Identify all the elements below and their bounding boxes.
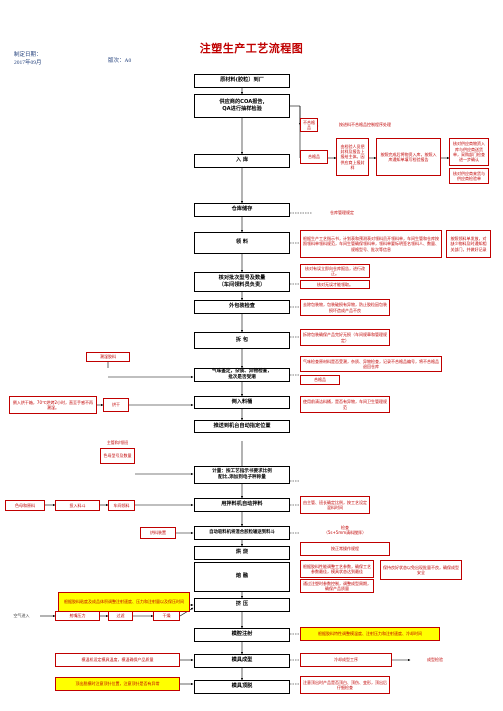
step-package-check: 外包装检查 [194, 300, 290, 314]
picking-note-2: 按照领料单发放，对缺少物料及时通知相关部门，并做好记录 [446, 230, 491, 258]
step-extrusion: 挤 压 [194, 598, 290, 612]
air-box-3: 干燥 [153, 611, 180, 621]
melt-note-3: 保持良好状态以免出现批量不良，确保成型安全 [380, 560, 462, 580]
smell-note: 气味检查原材料是否受潮，杂质、异物检查，记录不合格品编号，将不合格品退回仓库 [300, 356, 442, 372]
spec-note: 核对供应商来货与供应商检验单 [449, 168, 489, 184]
step-smell-check: 气味鉴定，杂质、异物检查， 批次是否受潮 [194, 368, 290, 382]
air-box-1: 射嘴压力 [55, 611, 100, 621]
step-picking: 领 料 [194, 232, 290, 254]
step-drying: 烘 烧 [194, 546, 290, 560]
unpack-note: 拆除包装确保产品完好无损（车间规章和管理规定） [300, 329, 390, 346]
unqualified-action: 按进料不合格品控制程序处理 [339, 122, 391, 128]
mix-left-3: 车间领料 [108, 500, 135, 511]
mold-left: 模温机设定模具温度，模温确保产品质量 [55, 653, 180, 667]
page-title: 注塑生产工艺流程图 [199, 42, 304, 55]
inbound-note-2: 核对供应商物资入库与供应商送货单，采购部门检查进一步确认 [449, 138, 489, 166]
step-verify-batch: 核对批次型号及数量 （车间领料员负责） [194, 272, 290, 292]
eject-note: 注意顶出时产品是否顶白、顶伤、变形，顶出后仔细检查 [300, 676, 390, 694]
step-auto-mix: 用拌料机自动拌料 [194, 498, 290, 512]
step-inbound: 入 库 [194, 154, 290, 168]
inject-note: 根据胶料特性调整模温度、注射压力和注射速度、冷却时间 [300, 627, 440, 641]
warehouse-note: 仓库管理规定 [330, 210, 354, 216]
mix-left-1: 色母和原料 [5, 500, 45, 511]
step-melting: 熔 融 [194, 562, 290, 592]
step-unpack: 拆 包 [194, 332, 290, 349]
qualified-2: 合格品 [300, 375, 340, 385]
step-push-to-machine: 推送到机台自动指定位置 [194, 420, 290, 433]
verify-note-2: 核对无误才能领取。 [300, 280, 370, 289]
extrude-left: 根据胶料粘度及成品体积调整注射速度、压力和注射量以及保压时间 [58, 592, 190, 612]
step-auto-feed: 自动吸料机将混合胶粒输送到料斗 [194, 526, 290, 540]
date-label: 制定日期： [14, 52, 42, 58]
step-metering: 计量：按工艺指示书要求比例 配比,添加到电子秤称量 [194, 466, 290, 484]
step-mold-ejection: 模具顶脱 [194, 680, 290, 694]
step-material-arrival: 原材料(胶粒）到厂 [194, 74, 290, 88]
mix-note: 由主管、班长确定比例，按工艺设定混料时间 [300, 496, 370, 514]
step-pour-bucket: 倒入料桶 [194, 396, 290, 409]
mold-note-2: 成型检验 [427, 657, 443, 663]
supervisor-label: 主管和/领班 [106, 440, 129, 446]
moisture-flag: 潮湿胶料 [86, 352, 130, 362]
masterbatch-box: 色母型号及数量 [100, 448, 135, 464]
oven-left: 烘料装置 [140, 527, 176, 539]
dry-box: 烘干 [103, 398, 129, 412]
air-left: 空气进入 [13, 613, 30, 619]
package-note: 去除包装物，包装破损有异物，防止胶粒因包装损坏造成产品不良 [300, 299, 390, 316]
mold-note: 冷却成型工序 [300, 653, 392, 667]
date-value: 2017年09月 [14, 60, 42, 66]
eject-left: 顶出脱模时注意顶针位置，注意顶针是否有异常 [55, 677, 180, 691]
feed-note: 检查 （5s+5mm清料搅拌） [323, 524, 367, 535]
qualified-box: 合格品 [300, 150, 328, 164]
unqualified-box: 不合格品 [300, 118, 318, 132]
qualified-note: 由检验人员把封样及报告上报给主体。因供应商上报封样 [336, 138, 369, 176]
bucket-note: 使用前清洁料桶，是否有异物，车间卫生管理规范 [300, 396, 390, 413]
mix-left-2: 投入料斗 [55, 500, 100, 511]
air-box-2: 过滤 [108, 611, 133, 621]
melt-note-1: 根据胶料性能调整工艺参数，确保工艺参数最佳，模具状态达到最佳 [300, 560, 374, 578]
step-mold-forming: 模具成型 [194, 654, 290, 668]
step-storage: 仓库储存 [194, 203, 290, 217]
verify-note-1: 核对有误立即向仓库报告，进行改正。 [300, 264, 370, 278]
oven-note: 按正常操作规程 [300, 542, 390, 556]
inbound-note: 按照完成后将物资入库，按照入库通知单填写检验报告 [376, 138, 441, 176]
step-cavity-injection: 模腔注射 [194, 628, 290, 642]
step-qa-inspection: 供应商的COA报告, QA进行抽样检验 [194, 94, 290, 118]
melt-note-2: 通过注塑时参数控制，调整成型周期，确保产品质量 [300, 579, 374, 593]
picking-note: 根据生产工艺指示书，计划表和预测表对领料员开领料单，车间生管和仓库按照领料单领料… [300, 230, 442, 258]
dry-note: 倒入烘干箱，70℃烘烤2小时，直至手感不再潮湿。 [9, 396, 97, 414]
version-label: 版次：A0 [108, 58, 132, 64]
